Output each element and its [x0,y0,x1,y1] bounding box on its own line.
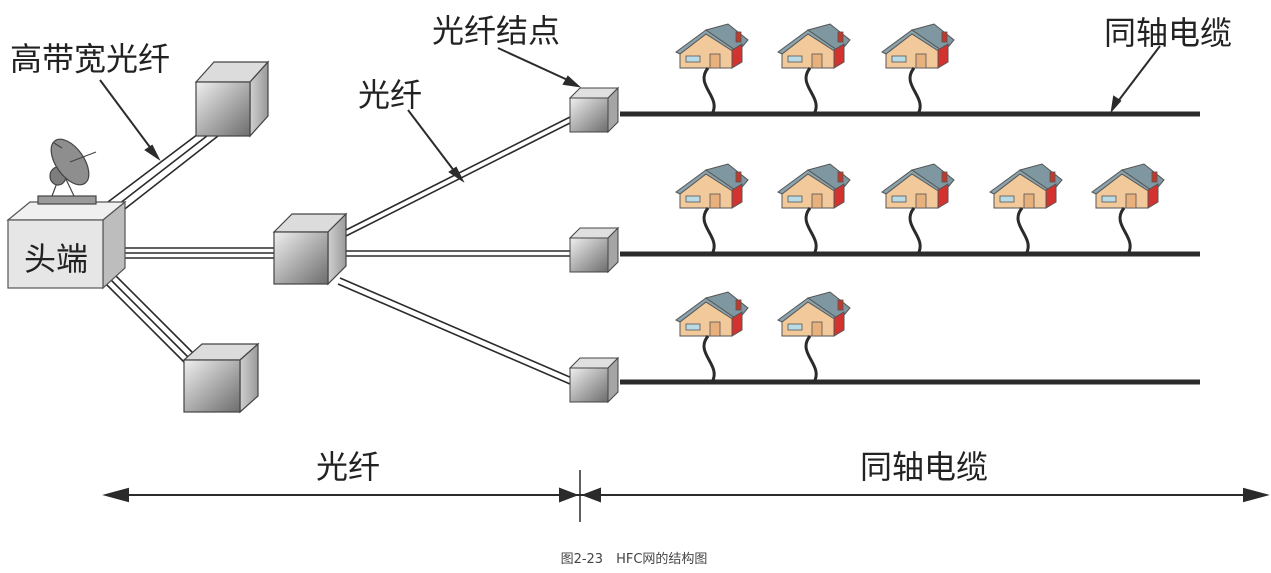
house-icon [777,163,851,255]
drop-cable [804,335,818,383]
drop-cable [702,335,716,383]
fiber-headend-middle [124,247,276,259]
house-icon [675,291,749,383]
fiber-to-node-mid [344,250,572,257]
fiber-cables [99,115,577,385]
drop-cable [804,67,818,115]
label-bottom-coax: 同轴电缆 [860,448,988,486]
drop-cable [908,207,922,255]
drop-cable [702,67,716,115]
drop-cable [1118,207,1132,255]
label-fiber-node: 光纤结点 [432,12,560,50]
label-bottom-fiber: 光纤 [316,448,380,486]
house-icon [777,291,851,383]
house-icon [881,163,955,255]
label-fiber-mid: 光纤 [358,76,422,114]
house-icon [881,23,955,115]
headend-box [6,200,127,290]
pointer-arrows [99,45,1161,183]
drop-cable [804,207,818,255]
fiber-headend-lower [103,271,199,369]
satellite-dish-icon [37,138,97,205]
fiber-node-bottom [568,356,620,404]
label-broadband-fiber: 高带宽光纤 [10,40,170,78]
drop-cable [702,207,716,255]
lower-box [182,342,260,414]
houses [675,23,1165,383]
coax-lines [620,111,1200,385]
drop-cable [908,67,922,115]
figure-caption: 图2-23 HFC网的结构图 [561,551,708,567]
drop-cable [1016,207,1030,255]
house-icon [1091,163,1165,255]
upper-box [194,60,270,138]
label-coax-top: 同轴电缆 [1104,14,1232,52]
house-icon [675,23,749,115]
middle-box [272,212,348,286]
fiber-to-node-bottom [337,277,573,385]
house-icon [675,163,749,255]
label-headend: 头端 [24,240,88,278]
fiber-headend-upper [99,127,219,220]
fiber-node-mid [568,226,620,274]
bottom-scale [102,470,1270,522]
house-icon [989,163,1063,255]
house-icon [777,23,851,115]
fiber-node-top [568,86,620,134]
